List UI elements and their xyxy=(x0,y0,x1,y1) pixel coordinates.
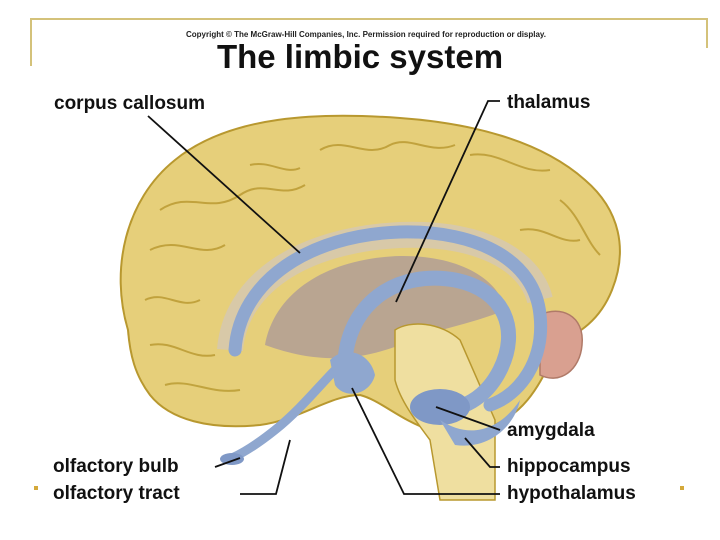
gyri-texture xyxy=(144,141,601,392)
label-hypothalamus: hypothalamus xyxy=(507,483,636,504)
frame-dot-left xyxy=(34,486,38,490)
hippocampus-shape xyxy=(440,400,520,446)
label-olfactory-bulb: olfactory bulb xyxy=(53,456,179,477)
leader-corpus-callosum xyxy=(147,115,301,254)
label-hippocampus: hippocampus xyxy=(507,456,631,477)
page-title: The limbic system xyxy=(216,38,504,75)
slide-frame-top xyxy=(30,18,708,20)
leader-olfactory-bulb xyxy=(214,457,241,468)
amygdala-shape xyxy=(410,389,470,425)
leader-olfactory-tract xyxy=(240,439,291,495)
label-corpus-callosum: corpus callosum xyxy=(54,93,205,114)
leader-hippocampus xyxy=(464,437,500,468)
slide-frame-left xyxy=(30,18,32,66)
label-amygdala: amygdala xyxy=(507,420,595,441)
label-olfactory-tract: olfactory tract xyxy=(53,483,180,504)
label-thalamus: thalamus xyxy=(507,92,591,113)
leader-hypothalamus xyxy=(351,387,500,495)
leader-lines xyxy=(147,100,501,495)
fornix-arc xyxy=(228,225,548,412)
limbic-structures xyxy=(220,225,548,465)
olfactory-tract-shape xyxy=(227,365,340,463)
hypothalamus-shape xyxy=(330,352,375,394)
leader-thalamus xyxy=(395,100,500,303)
copyright-notice: Copyright © The McGraw-Hill Companies, I… xyxy=(185,30,547,39)
frame-dot-right xyxy=(680,486,684,490)
slide-frame-right xyxy=(706,18,708,48)
olfactory-bulb-shape xyxy=(220,453,244,465)
leader-amygdala xyxy=(435,406,501,431)
cerebellum xyxy=(539,310,583,379)
cingulate-arc xyxy=(337,270,516,418)
